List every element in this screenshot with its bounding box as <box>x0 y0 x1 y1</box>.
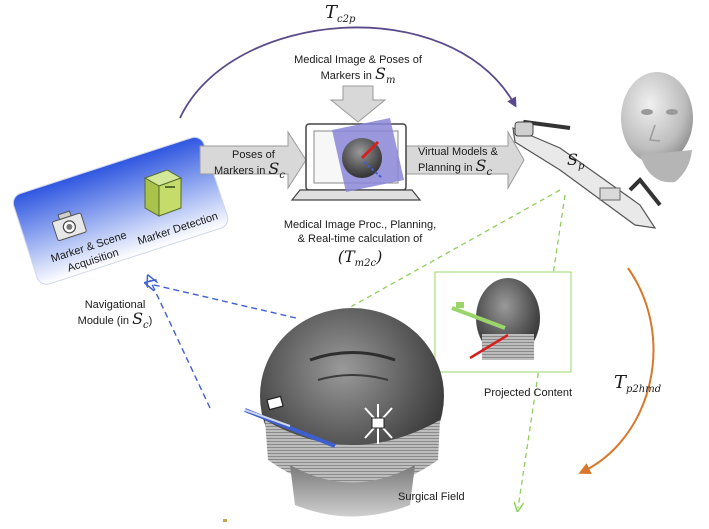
navigational-module-label: Navigational Module (in Sc) <box>77 299 153 331</box>
virtual-models-label: Virtual Models & Planning in Sc <box>418 146 498 178</box>
surgical-field-label: Surgical Field <box>398 491 465 503</box>
poses-arrow <box>199 130 307 190</box>
medical-input-arrow <box>329 85 387 123</box>
camera-icon <box>52 210 87 242</box>
hmd-glasses-icon <box>512 119 662 229</box>
projected-content-box <box>434 271 572 373</box>
surgical-tool-icon <box>244 395 336 448</box>
green-dashed-line-field <box>518 194 566 508</box>
medical-input-label: Medical Image & Poses of Markers in Sm <box>294 54 422 86</box>
virtual-models-arrow <box>402 130 525 190</box>
small-tick-mark <box>223 519 227 522</box>
projected-content-label: Projected Content <box>484 387 573 399</box>
blue-dashed-line-right <box>150 284 297 319</box>
navigational-module-box <box>12 136 229 285</box>
processing-label: Medical Image Proc., Planning, & Real-ti… <box>283 219 437 269</box>
blue-dashed-line-left <box>150 280 211 409</box>
poses-label: Poses of Markers in Sc <box>214 149 285 181</box>
marker-icon <box>364 404 393 444</box>
skull-model-icon <box>260 308 444 517</box>
top-arc-label: Tc2p <box>325 2 356 26</box>
right-arc-label: Tp2hmd <box>614 372 662 396</box>
hmd-frame-label: Sp <box>567 150 585 173</box>
laptop-icon <box>290 118 422 201</box>
head-model-icon <box>621 72 693 183</box>
top-transform-arc <box>179 26 517 119</box>
computer-tower-icon <box>143 169 183 217</box>
right-transform-arc <box>578 267 655 475</box>
